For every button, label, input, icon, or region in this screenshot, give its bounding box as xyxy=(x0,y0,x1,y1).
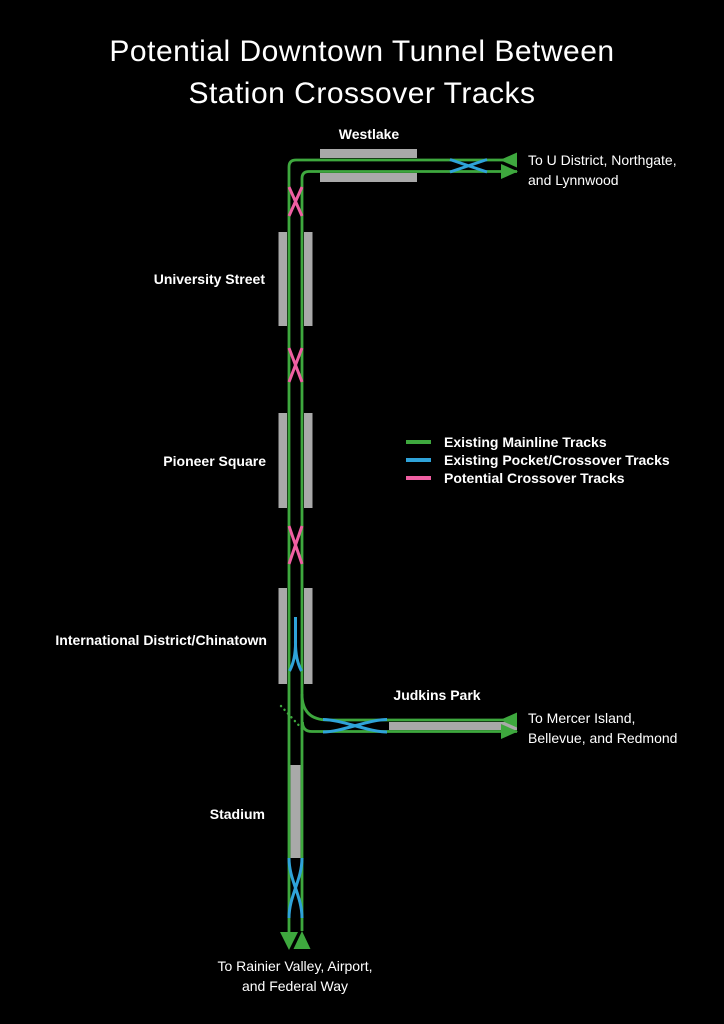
potential-crossover-pioneer-id xyxy=(287,525,304,565)
westlake-platform-south xyxy=(320,173,417,182)
mainline-track-east xyxy=(300,170,517,931)
station-label-pioneer-square: Pioneer Square xyxy=(163,453,266,469)
pioneer-square-platform-east xyxy=(304,413,313,508)
destination-label-south: To Rainier Valley, Airport, and Federal … xyxy=(170,956,420,996)
university-street-platform-east xyxy=(304,232,313,326)
international-district-platform-east xyxy=(304,588,313,684)
destination-north-line1: To U District, Northgate, xyxy=(528,152,677,168)
potential-crossovers xyxy=(287,186,304,565)
destination-south-line2: and Federal Way xyxy=(241,978,349,994)
station-label-stadium: Stadium xyxy=(209,806,265,822)
east-branch-outbound-arrow-icon xyxy=(501,724,518,739)
legend-label-potential: Potential Crossover Tracks xyxy=(444,470,625,486)
westlake-crossover xyxy=(449,158,488,174)
mainline-tracks xyxy=(279,158,517,933)
legend-item-potential: Potential Crossover Tracks xyxy=(406,469,670,487)
legend-label-pocket: Existing Pocket/Crossover Tracks xyxy=(444,452,670,468)
stadium-south-crossover xyxy=(287,857,304,919)
station-label-international-district: International District/Chinatown xyxy=(55,632,267,648)
destination-label-east: To Mercer Island, Bellevue, and Redmond xyxy=(528,708,677,748)
legend-item-pocket: Existing Pocket/Crossover Tracks xyxy=(406,451,670,469)
east-branch-inbound-arrow-icon xyxy=(500,712,517,728)
east-branch-track-south xyxy=(301,721,517,733)
pocket-track-swatch-icon xyxy=(406,458,431,462)
international-district-pocket-track xyxy=(288,617,303,672)
potential-junction-connector-dotted xyxy=(279,704,307,734)
north-branch-outbound-arrow-icon xyxy=(501,164,518,179)
judkins-park-crossover xyxy=(322,718,388,734)
destination-label-north: To U District, Northgate, and Lynnwood xyxy=(528,150,677,190)
westlake-platform-north xyxy=(320,149,417,158)
judkins-park-platform xyxy=(389,722,517,730)
university-street-platform-west xyxy=(278,232,287,326)
legend-item-mainline: Existing Mainline Tracks xyxy=(406,433,670,451)
south-inbound-arrow-icon xyxy=(293,931,311,949)
mainline-track-swatch-icon xyxy=(406,440,431,444)
mainline-track-west xyxy=(287,158,517,933)
destination-north-line2: and Lynnwood xyxy=(528,172,619,188)
potential-crossover-westlake xyxy=(287,186,304,217)
international-district-platform-west xyxy=(278,588,287,684)
page-title-line2: Station Crossover Tracks xyxy=(188,77,536,110)
south-outbound-arrow-icon xyxy=(280,932,298,950)
station-label-westlake: Westlake xyxy=(338,126,400,142)
legend: Existing Mainline Tracks Existing Pocket… xyxy=(406,433,670,487)
page-title: Potential Downtown Tunnel Between Statio… xyxy=(0,31,724,115)
station-label-university-street: University Street xyxy=(153,271,265,287)
stadium-platform xyxy=(290,765,301,858)
legend-label-mainline: Existing Mainline Tracks xyxy=(444,434,607,450)
potential-track-swatch-icon xyxy=(406,476,431,480)
direction-arrows xyxy=(280,152,518,950)
station-label-judkins-park: Judkins Park xyxy=(393,687,481,703)
page-title-line1: Potential Downtown Tunnel Between xyxy=(109,35,615,68)
north-branch-inbound-arrow-icon xyxy=(500,152,517,168)
destination-south-line1: To Rainier Valley, Airport, xyxy=(217,958,373,974)
destination-east-line2: Bellevue, and Redmond xyxy=(528,730,678,746)
platforms xyxy=(278,149,517,858)
pocket-crossover-tracks xyxy=(287,158,488,919)
destination-east-line1: To Mercer Island, xyxy=(528,710,636,726)
potential-crossover-university-pioneer xyxy=(287,347,304,383)
pioneer-square-platform-west xyxy=(278,413,287,508)
